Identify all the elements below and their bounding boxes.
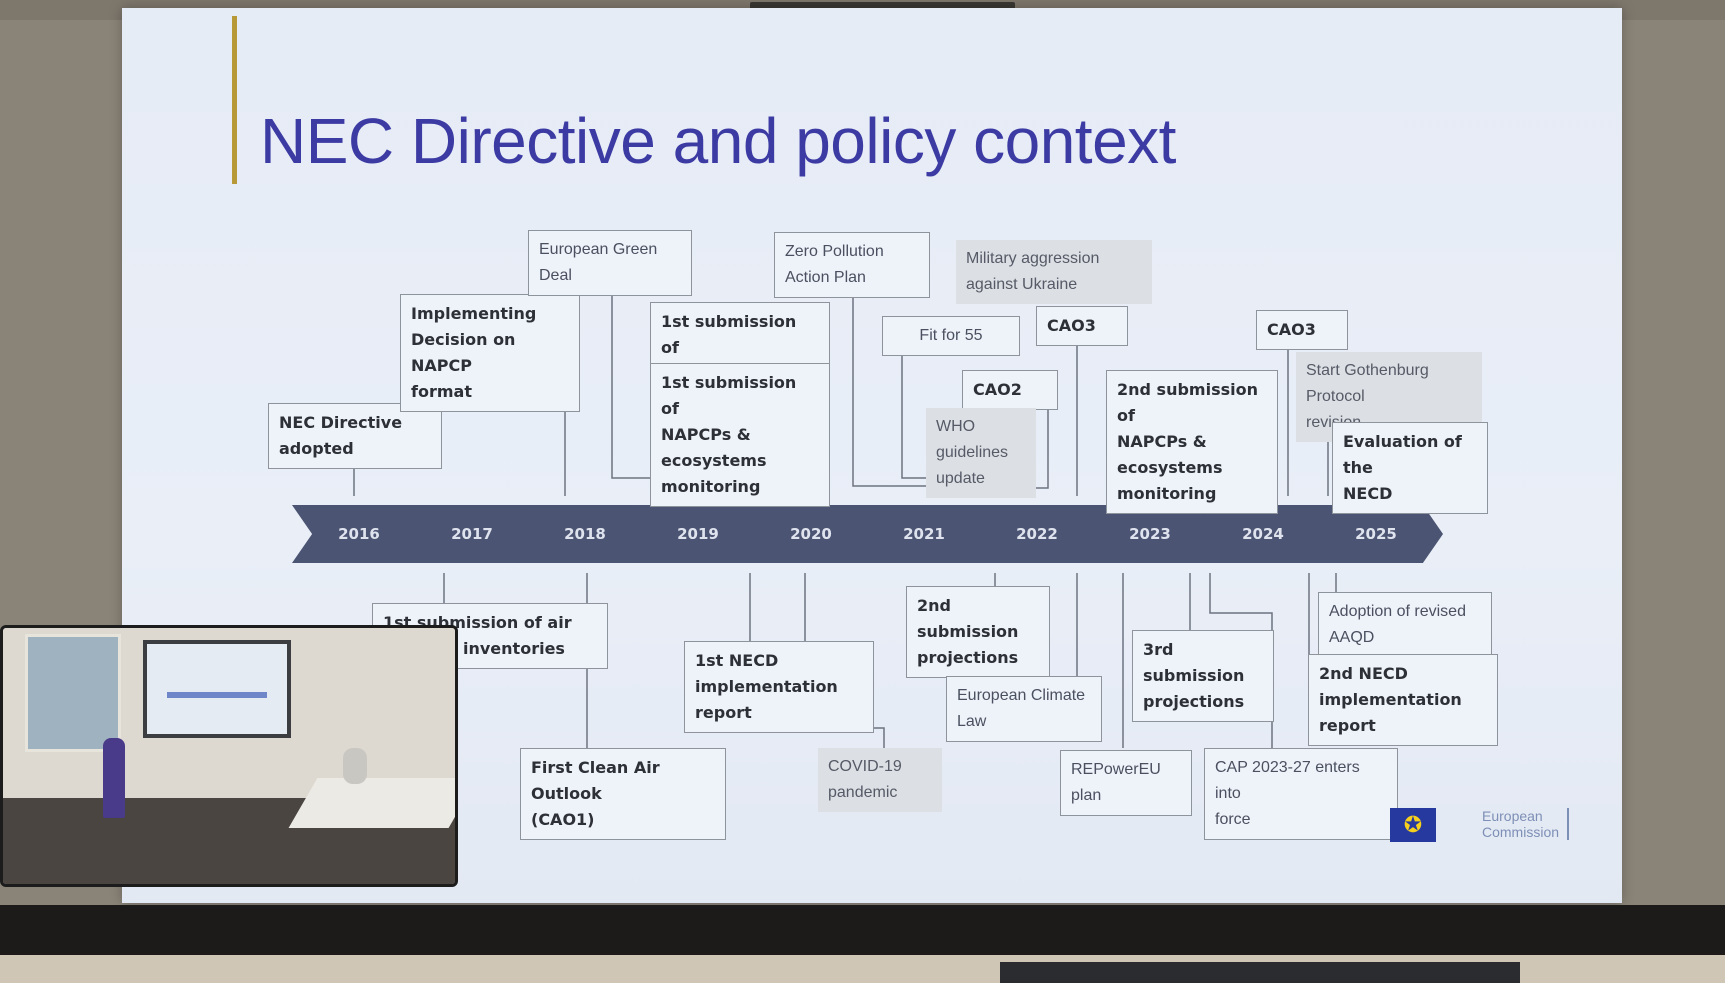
event-european-climate-law: European Climate Law xyxy=(946,676,1102,742)
event-repowereu: REPowerEU plan xyxy=(1060,750,1192,816)
title-accent-bar xyxy=(232,16,237,184)
year-2020: 2020 xyxy=(744,505,878,563)
room-table xyxy=(288,778,455,828)
event-first-necd-report: 1st NECD implementation report xyxy=(684,641,874,733)
event-military-aggression: Military aggression against Ukraine xyxy=(956,240,1152,304)
event-european-green-deal: European Green Deal xyxy=(528,230,692,296)
year-2021: 2021 xyxy=(857,505,991,563)
year-2019: 2019 xyxy=(631,505,765,563)
event-who-guidelines: WHO guidelines update xyxy=(926,408,1036,498)
event-revised-aaqd: Adoption of revised AAQD xyxy=(1318,592,1492,658)
event-second-necd-report: 2nd NECD implementation report xyxy=(1308,654,1498,746)
event-fit-for-55: Fit for 55 xyxy=(882,316,1020,356)
room-screen xyxy=(143,640,291,738)
event-first-submission-napcps: 1st submission of NAPCPs & ecosystems mo… xyxy=(650,363,830,507)
presenter xyxy=(103,738,125,818)
event-cao3-2024: CAO3 xyxy=(1256,310,1348,350)
event-implementing-decision: Implementing Decision on NAPCP format xyxy=(400,294,580,412)
year-2023: 2023 xyxy=(1083,505,1217,563)
european-commission-logo: European Commission xyxy=(1482,808,1570,840)
slide-title: NEC Directive and policy context xyxy=(260,105,1176,177)
attendee xyxy=(343,748,367,784)
event-cao3-2022: CAO3 xyxy=(1036,306,1128,346)
event-zero-pollution: Zero Pollution Action Plan xyxy=(774,232,930,298)
event-cap-2023-27: CAP 2023-27 enters into force xyxy=(1204,748,1398,840)
eu-flag-icon: ✪ xyxy=(1390,808,1436,842)
year-2016: 2016 xyxy=(292,505,426,563)
monitor-base xyxy=(1000,962,1520,983)
year-2022: 2022 xyxy=(970,505,1104,563)
event-third-submission-projections: 3rd submission projections xyxy=(1132,630,1274,722)
timeline: 2016 2017 2018 2019 2020 2021 2022 2023 … xyxy=(292,505,1622,571)
event-covid: COVID-19 pandemic xyxy=(818,748,942,812)
event-evaluation-necd: Evaluation of the NECD xyxy=(1332,422,1488,514)
year-2024: 2024 xyxy=(1196,505,1330,563)
room-window xyxy=(25,634,121,752)
event-first-clean-air-outlook: First Clean Air Outlook (CAO1) xyxy=(520,748,726,840)
event-second-submission-napcps: 2nd submission of NAPCPs & ecosystems mo… xyxy=(1106,370,1278,514)
year-2017: 2017 xyxy=(405,505,539,563)
year-2025: 2025 xyxy=(1309,505,1443,563)
event-nec-directive: NEC Directive adopted xyxy=(268,403,442,469)
year-2018: 2018 xyxy=(518,505,652,563)
camera-feed-video[interactable] xyxy=(0,625,458,887)
event-cao2: CAO2 xyxy=(962,370,1058,410)
event-second-submission-projections: 2nd submission projections xyxy=(906,586,1050,678)
